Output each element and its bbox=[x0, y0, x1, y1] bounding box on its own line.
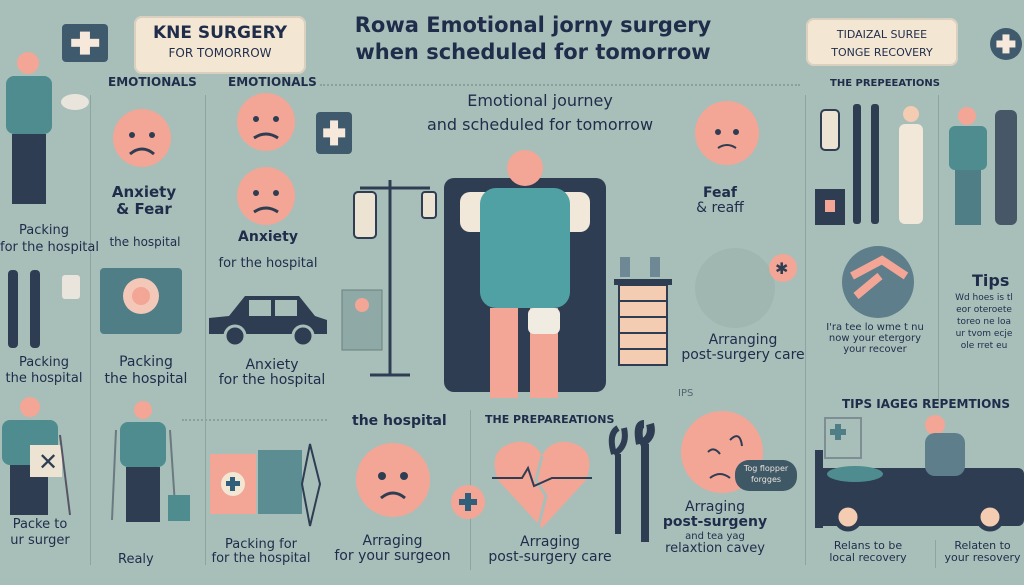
label: Packe to ur surger bbox=[10, 517, 70, 549]
label: Arraging post-surgery care bbox=[488, 534, 612, 566]
label: Arraging for your surgeon bbox=[334, 533, 451, 565]
divider bbox=[320, 84, 800, 86]
iv-stand-icon bbox=[341, 180, 437, 377]
label: I'ra tee lo wme t nu now your etergory y… bbox=[826, 322, 924, 355]
label: Relans to be local recovery bbox=[829, 539, 907, 565]
sad-face-icon bbox=[356, 443, 430, 517]
patient-in-bed-illustration bbox=[444, 150, 606, 398]
knee-bones-icon bbox=[8, 270, 80, 348]
worried-face-icon bbox=[237, 167, 295, 225]
label: Packing for for the hospital bbox=[211, 537, 311, 567]
center-heading: Emotional journey and scheduled for tomo… bbox=[426, 91, 654, 134]
page-title: Rowa Emotional jorny surgery when schedu… bbox=[354, 13, 712, 65]
worried-face-icon bbox=[237, 93, 295, 151]
label: Anxiety & Fear bbox=[111, 183, 177, 218]
medical-bags-icon bbox=[210, 443, 322, 527]
person-on-crutches-illustration bbox=[111, 401, 190, 522]
label: Anxiety for the hospital bbox=[218, 357, 326, 389]
divider bbox=[90, 95, 91, 565]
iv-and-bones-icon bbox=[815, 104, 923, 225]
label: Packing for the hospital bbox=[0, 223, 99, 256]
surgical-tools-icon bbox=[608, 420, 655, 542]
sad-face-icon bbox=[695, 101, 759, 165]
label: Relaten to your resovery bbox=[944, 539, 1021, 565]
divider bbox=[205, 95, 206, 565]
svg-text:✕: ✕ bbox=[38, 448, 58, 476]
divider bbox=[935, 540, 936, 568]
car-icon bbox=[209, 296, 327, 348]
people-illustration bbox=[949, 107, 1017, 225]
anxious-face-icon bbox=[113, 109, 171, 167]
tips-text: Wd hoes is tl eor oteroete toreo ne loa … bbox=[955, 293, 1013, 351]
recovery-bed-illustration bbox=[815, 415, 1024, 532]
broken-heart-icon bbox=[492, 441, 592, 529]
handshake-icon bbox=[842, 246, 914, 318]
person-with-walker-illustration: ✕ bbox=[2, 397, 71, 516]
divider bbox=[182, 419, 327, 421]
label: Packing the hospital bbox=[5, 355, 83, 387]
standing-person-illustration bbox=[6, 52, 52, 204]
svg-text:✱: ✱ bbox=[775, 259, 788, 278]
left-badge: KNE SURGERY FOR TOMORROW bbox=[134, 16, 306, 74]
nightstand-icon bbox=[614, 257, 672, 366]
medical-cross-icon bbox=[990, 28, 1022, 60]
medical-cross-circle-icon bbox=[451, 485, 485, 519]
cloud-icon bbox=[61, 94, 89, 110]
right-badge: TIDAIZAL SUREE TONGE RECOVERY bbox=[806, 18, 958, 66]
knee-xray-icon: ✱ bbox=[695, 248, 797, 328]
divider bbox=[805, 95, 806, 565]
medical-cross-icon bbox=[62, 24, 108, 62]
speech-bubble: Tog flopper forgges bbox=[735, 460, 797, 491]
medical-cross-icon bbox=[316, 112, 352, 154]
label: Feaf & reaff bbox=[696, 185, 744, 217]
divider bbox=[938, 95, 939, 405]
label: Arranging post-surgery care bbox=[681, 332, 805, 364]
hospital-monitor-icon bbox=[100, 268, 182, 334]
label: Packing the hospital bbox=[104, 354, 188, 388]
label: Arraging post-surgeny and tea yag relaxt… bbox=[662, 499, 768, 556]
label: Anxiety for the hospital bbox=[218, 229, 318, 272]
